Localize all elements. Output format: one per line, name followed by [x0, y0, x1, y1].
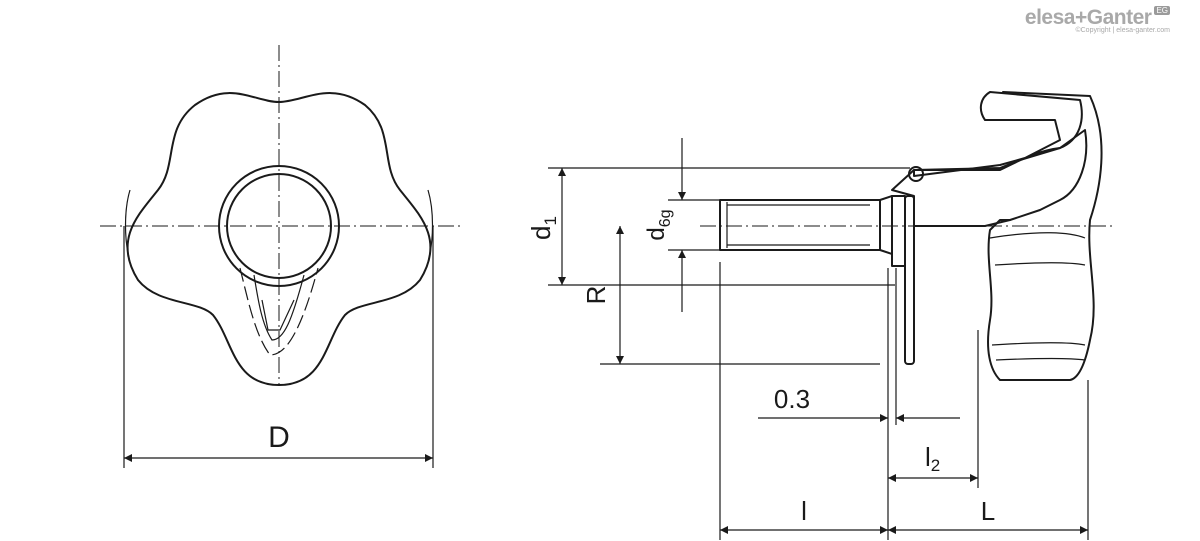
side-view: d1 d6g R 0.3 l2 l L — [526, 91, 1115, 540]
logo-copyright: ©Copyright | elesa-ganter.com — [1075, 27, 1170, 34]
l-label: l — [801, 496, 807, 526]
hub-inner-circle — [226, 173, 332, 279]
knob-grip-2 — [994, 262, 1086, 266]
L-label: L — [981, 496, 995, 526]
gap-label: 0.3 — [774, 384, 810, 414]
hub-outer-circle — [218, 165, 340, 287]
l2-label: l2 — [925, 442, 940, 475]
knob-grip-4 — [995, 357, 1086, 361]
threaded-stud — [719, 199, 881, 251]
logo-badge: EG — [1154, 6, 1170, 15]
washer-plate — [904, 195, 915, 365]
d-label: D — [268, 421, 290, 454]
logo-brand-name: elesa+Ganter — [1024, 6, 1152, 29]
hub-section — [913, 91, 1083, 177]
washer-collar — [891, 195, 906, 267]
knob-outline — [126, 92, 432, 386]
knob-grip-1 — [989, 232, 1086, 239]
d-extension-right-arc — [427, 189, 434, 263]
knob-body — [987, 91, 1103, 381]
front-view: D — [100, 45, 460, 468]
knob-grip-3 — [991, 342, 1086, 346]
seal-ring — [908, 166, 924, 182]
d6g-label: d6g — [643, 209, 674, 240]
d1-label: d1 — [526, 216, 560, 240]
lobe-recess — [239, 267, 319, 356]
r-label: R — [581, 286, 611, 305]
d-extension-left-arc — [124, 189, 131, 263]
stud-shoulder — [879, 195, 893, 255]
